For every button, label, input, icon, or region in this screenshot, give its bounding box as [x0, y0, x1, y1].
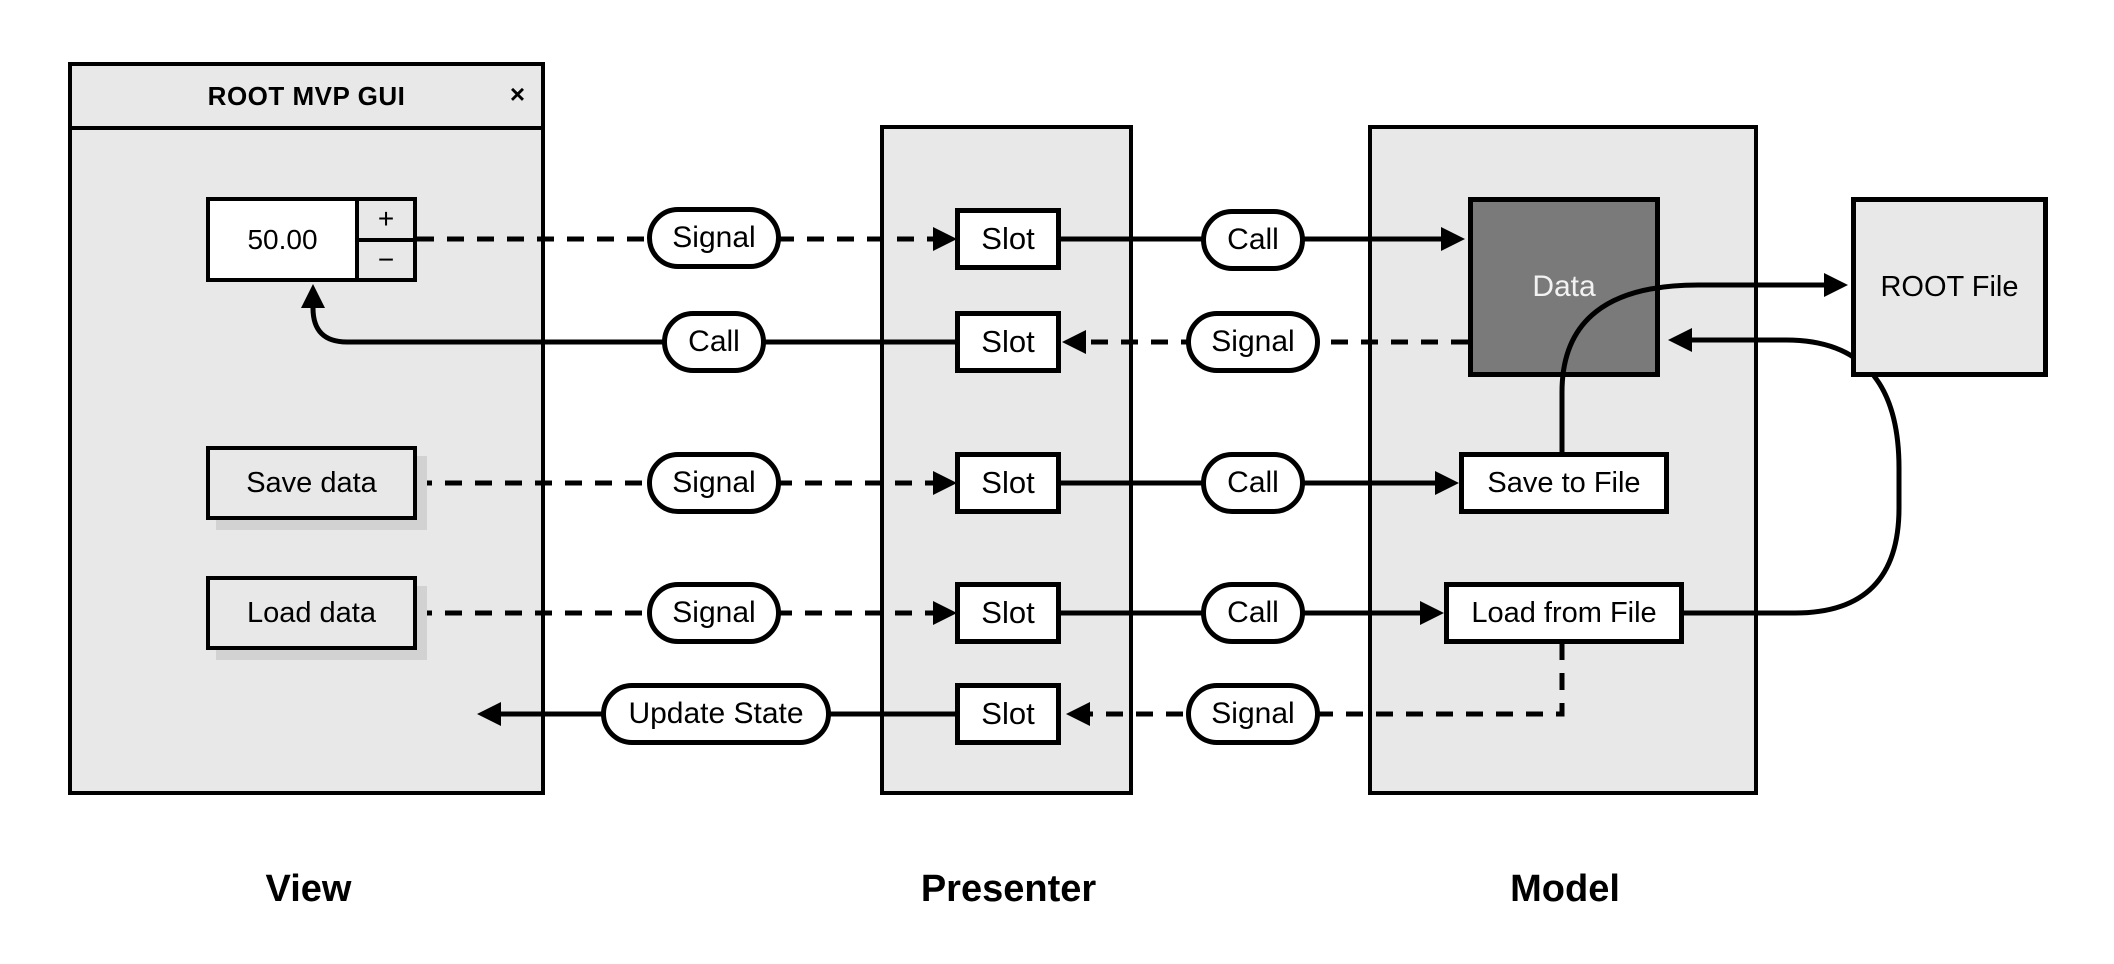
- number-spinner[interactable]: 50.00 + −: [206, 197, 417, 282]
- view-column-label: View: [265, 868, 352, 910]
- load-data-button[interactable]: Load data: [206, 576, 417, 650]
- arrowhead-icon: [933, 471, 957, 495]
- update-state-badge: Update State: [601, 683, 831, 745]
- window-title-bar: ROOT MVP GUI ×: [72, 66, 541, 130]
- arrowhead-icon: [1066, 702, 1090, 726]
- arrowhead-icon: [1420, 601, 1444, 625]
- wire-slot-call-spinner: [310, 306, 958, 345]
- slot-node-1: Slot: [955, 208, 1061, 270]
- arrowhead-icon: [1441, 227, 1465, 251]
- slot-node-2: Slot: [955, 311, 1061, 373]
- call-badge-row1: Call: [1201, 209, 1305, 271]
- signal-badge-row4: Signal: [647, 582, 781, 644]
- view-panel: ROOT MVP GUI ×: [68, 62, 545, 795]
- arrowhead-icon: [933, 227, 957, 251]
- arrowhead-icon: [1668, 328, 1692, 352]
- signal-badge-row2: Signal: [1186, 311, 1320, 373]
- call-badge-row2: Call: [662, 311, 766, 373]
- root-file-node: ROOT File: [1851, 197, 2048, 377]
- wire-rootfile-data: [1684, 337, 1902, 616]
- spinner-steppers: + −: [355, 201, 413, 278]
- signal-badge-row5: Signal: [1186, 683, 1320, 745]
- load-from-file-node: Load from File: [1444, 582, 1684, 644]
- arrowhead-icon: [1062, 330, 1086, 354]
- signal-badge-row3: Signal: [647, 452, 781, 514]
- save-data-button[interactable]: Save data: [206, 446, 417, 520]
- call-badge-row3: Call: [1201, 452, 1305, 514]
- arrowhead-icon: [301, 284, 325, 308]
- arrowhead-icon: [1435, 471, 1459, 495]
- arrowhead-icon: [933, 601, 957, 625]
- presenter-column-label: Presenter: [920, 868, 1097, 910]
- wire-savetofile-rootfile: [1559, 282, 1824, 453]
- model-column-label: Model: [1510, 868, 1620, 910]
- window-title: ROOT MVP GUI: [207, 80, 406, 111]
- slot-node-3: Slot: [955, 452, 1061, 514]
- wire-loadfromfile-signal-slot: [1090, 643, 1565, 717]
- arrowhead-icon: [1824, 273, 1848, 297]
- spinner-decrement-button[interactable]: −: [359, 239, 413, 278]
- close-icon[interactable]: ×: [509, 78, 525, 109]
- slot-node-4: Slot: [955, 582, 1061, 644]
- call-badge-row4: Call: [1201, 582, 1305, 644]
- save-to-file-node: Save to File: [1459, 452, 1669, 514]
- arrowhead-icon: [477, 702, 501, 726]
- signal-badge-row1: Signal: [647, 207, 781, 269]
- spinner-value[interactable]: 50.00: [247, 223, 318, 255]
- spinner-increment-button[interactable]: +: [359, 201, 413, 240]
- data-node-label: Data: [1532, 270, 1596, 303]
- slot-node-5: Slot: [955, 683, 1061, 745]
